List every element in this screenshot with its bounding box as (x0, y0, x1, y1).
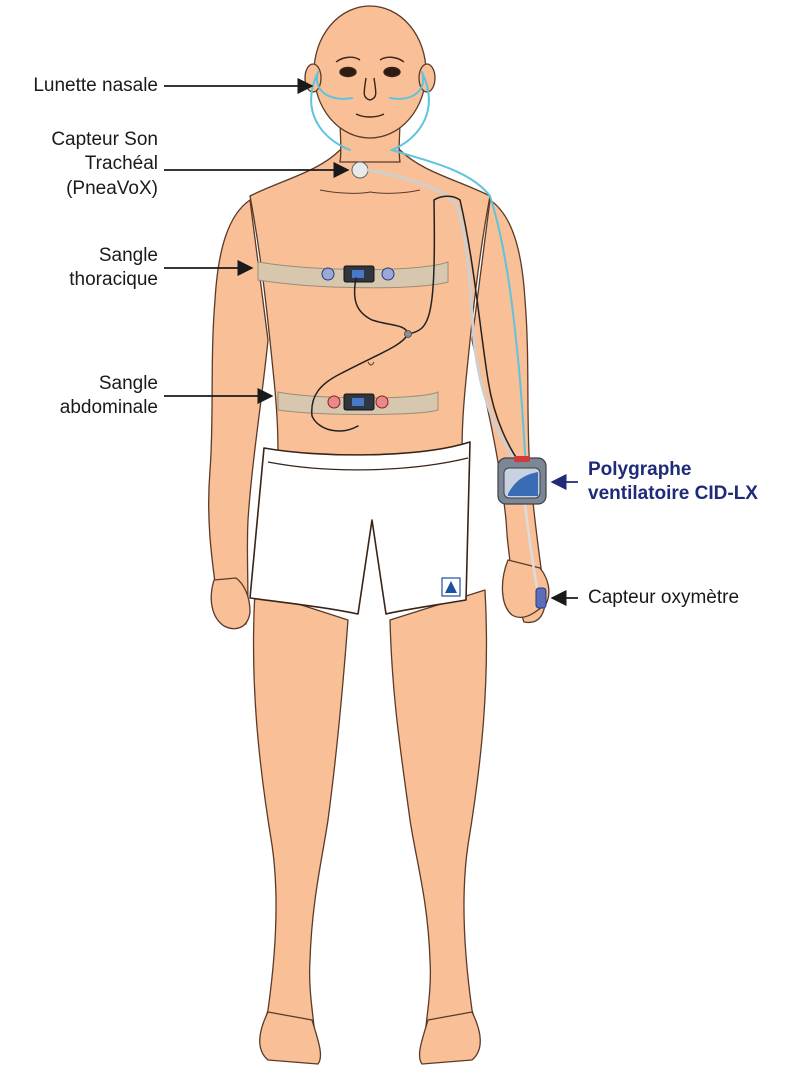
label-thoracic-belt: Sangle thoracique (69, 244, 158, 293)
label-thoracic-belt-line1: Sangle (69, 244, 158, 268)
label-polygraph: Polygraphe ventilatoire CID-LX (588, 458, 758, 507)
label-tracheal-sensor-line1: Capteur Son (51, 128, 158, 152)
label-tracheal-sensor: Capteur Son Trachéal (PneaVoX) (51, 128, 158, 201)
right-leg (390, 590, 486, 1062)
label-tracheal-sensor-line3: (PneaVoX) (51, 177, 158, 201)
left-foot (260, 1012, 321, 1064)
left-leg (254, 590, 348, 1062)
label-abdominal-belt-line1: Sangle (60, 372, 158, 396)
triangle-logo-icon (442, 578, 460, 596)
polygraph-device (498, 456, 546, 504)
buckle-icon (344, 394, 374, 410)
label-nasal-cannula-text: Lunette nasale (33, 74, 158, 98)
label-abdominal-belt: Sangle abdominale (60, 372, 158, 421)
label-polygraph-line1: Polygraphe (588, 458, 758, 482)
label-thoracic-belt-line2: thoracique (69, 268, 158, 292)
shorts-body (250, 442, 470, 614)
label-nasal-cannula: Lunette nasale (33, 74, 158, 98)
head (314, 6, 426, 138)
right-foot (420, 1012, 481, 1064)
tracheal-sensor (352, 162, 368, 178)
label-tracheal-sensor-line2: Trachéal (51, 152, 158, 176)
label-polygraph-line2: ventilatoire CID-LX (588, 482, 758, 506)
buckle-icon (344, 266, 374, 282)
label-abdominal-belt-line2: abdominale (60, 396, 158, 420)
label-oximeter: Capteur oxymètre (588, 586, 739, 610)
shorts (250, 442, 470, 614)
right-arm (472, 200, 545, 622)
oximeter-probe (536, 588, 546, 608)
label-oximeter-text: Capteur oxymètre (588, 586, 739, 610)
